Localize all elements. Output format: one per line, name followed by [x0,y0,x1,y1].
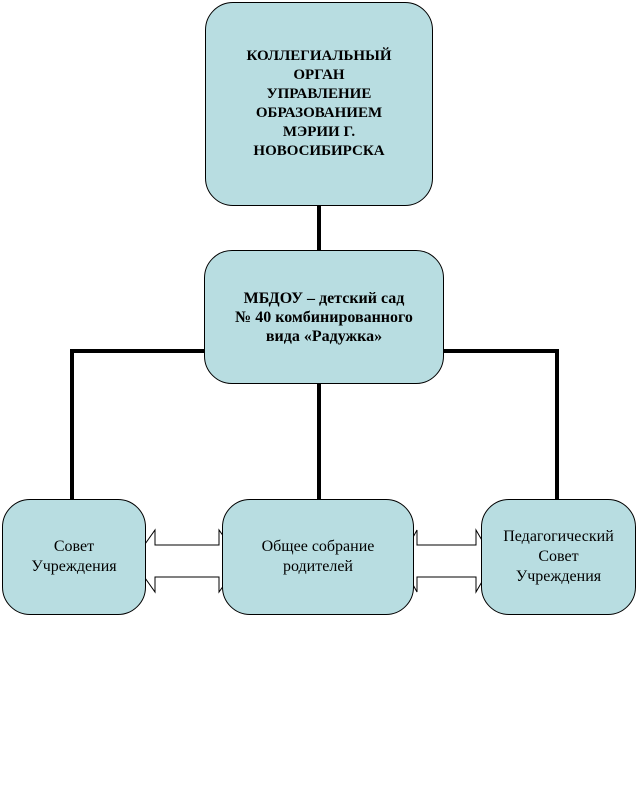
node-parents-meeting: Общее собрание родителей [222,499,414,615]
connector-middle-left [70,349,204,499]
node-institution-council: Совет Учреждения [2,499,146,615]
node-kindergarten: МБДОУ – детский сад № 40 комбинированног… [204,250,444,384]
node-pedagogical-council: Педагогический Совет Учреждения [481,499,636,615]
double-arrow-center-right [399,528,495,594]
node-collegial-body: КОЛЛЕГИАЛЬНЫЙ ОРГАН УПРАВЛЕНИЕ ОБРАЗОВАН… [205,2,433,206]
connector-middle-right [444,349,559,499]
